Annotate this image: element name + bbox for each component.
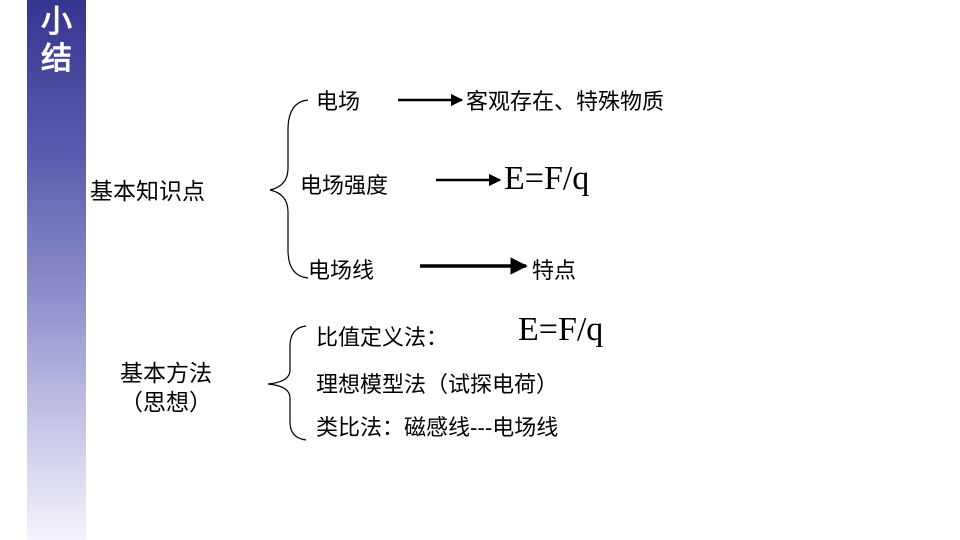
ratio-definition-formula: E=F/q (518, 311, 604, 348)
method-analogy: 类比法：磁感线---电场线 (316, 416, 559, 441)
method-ideal-model: 理想模型法（试探电荷） (316, 373, 559, 398)
electric-field-result: 客观存在、特殊物质 (466, 90, 665, 115)
methods-category-line2: （思想） (120, 390, 212, 416)
side-bar (27, 0, 86, 540)
methods-category-line1: 基本方法 (120, 361, 212, 387)
item-field-strength: 电场强度 (300, 174, 389, 199)
field-strength-formula: E=F/q (504, 160, 590, 197)
knowledge-category: 基本知识点 (90, 179, 205, 205)
item-electric-field: 电场 (316, 90, 361, 115)
section-title: 小 结 (27, 4, 86, 78)
method-ratio-definition: 比值定义法： (316, 326, 449, 351)
methods-brace (267, 325, 307, 441)
item-field-lines: 电场线 (308, 259, 375, 284)
section-title-char: 小 (41, 4, 72, 40)
field-lines-result: 特点 (532, 259, 577, 284)
knowledge-brace (269, 99, 309, 279)
section-title-char: 结 (41, 41, 72, 77)
